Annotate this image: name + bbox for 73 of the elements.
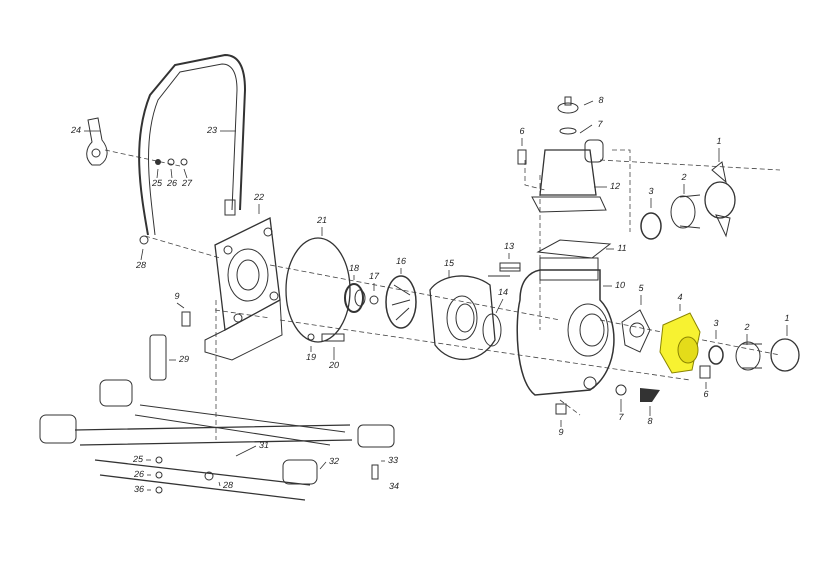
callout-number: 28 xyxy=(135,261,147,270)
callout-number: 5 xyxy=(635,284,647,293)
callout-number: 29 xyxy=(178,355,190,364)
leader-line xyxy=(584,100,594,106)
leader-line xyxy=(236,446,256,456)
callout-number: 28 xyxy=(222,481,234,490)
callout-number: 3 xyxy=(645,187,657,196)
callout-number: 22 xyxy=(253,193,265,202)
leader-line xyxy=(448,270,450,278)
leader-line xyxy=(380,460,386,462)
leader-line xyxy=(746,334,748,346)
callout-number: 25 xyxy=(151,179,163,188)
callout-number: 24 xyxy=(70,126,82,135)
callout-number: 9 xyxy=(171,292,183,301)
callout-number: 14 xyxy=(497,288,509,297)
leader-line xyxy=(258,204,260,214)
leader-line xyxy=(580,124,592,134)
leader-line xyxy=(320,462,326,470)
callout-number: 15 xyxy=(443,259,455,268)
leader-line xyxy=(496,298,504,314)
leader-line xyxy=(84,130,100,132)
leader-line xyxy=(170,168,172,178)
callout-number: 3 xyxy=(710,319,722,328)
leader-line xyxy=(146,474,152,476)
callout-number: 16 xyxy=(395,257,407,266)
callout-number: 34 xyxy=(388,482,400,491)
callout-number: 20 xyxy=(328,361,340,370)
callout-number: 33 xyxy=(387,456,399,465)
callout-number: 8 xyxy=(595,96,607,105)
callout-number: 19 xyxy=(305,353,317,362)
callout-number: 9 xyxy=(555,428,567,437)
callout-number: 7 xyxy=(594,120,606,129)
leader-line xyxy=(400,268,402,274)
leader-line xyxy=(220,130,236,132)
callout-number: 11 xyxy=(616,244,628,253)
leader-line xyxy=(650,198,652,208)
callout-number: 2 xyxy=(741,323,753,332)
callout-number: 2 xyxy=(678,173,690,182)
callout-number: 10 xyxy=(614,281,626,290)
callout-number: 1 xyxy=(781,314,793,323)
callout-number: 26 xyxy=(166,179,178,188)
leader-line xyxy=(310,346,312,352)
callout-number: 7 xyxy=(615,413,627,422)
leader-line xyxy=(560,420,562,428)
leader-line xyxy=(176,302,184,308)
callout-number: 8 xyxy=(644,417,656,426)
callout-number: 6 xyxy=(700,390,712,399)
leader-line xyxy=(620,398,622,412)
callout-number: 4 xyxy=(674,293,686,302)
callout-number: 25 xyxy=(132,455,144,464)
leader-line xyxy=(184,168,188,178)
callout-number: 32 xyxy=(328,457,340,466)
leader-line xyxy=(594,186,608,188)
leader-line xyxy=(718,148,720,162)
callout-number: 21 xyxy=(316,216,328,225)
leader-line xyxy=(606,248,614,250)
leader-line xyxy=(156,168,158,178)
callout-number: 18 xyxy=(348,264,360,273)
callout-number: 1 xyxy=(713,137,725,146)
callout-number: 27 xyxy=(181,179,193,188)
leader-line xyxy=(508,252,510,260)
callout-number: 17 xyxy=(368,272,380,281)
callout-number: 36 xyxy=(133,485,145,494)
callout-number: 26 xyxy=(133,470,145,479)
leader-line xyxy=(640,294,642,306)
callout-number: 31 xyxy=(258,441,270,450)
leader-line xyxy=(140,248,144,260)
leader-line xyxy=(786,324,788,336)
leader-line xyxy=(218,482,220,486)
callout-number: 12 xyxy=(609,182,621,191)
callout-number: 13 xyxy=(503,242,515,251)
callout-number: 6 xyxy=(516,127,528,136)
callout-number: 23 xyxy=(206,126,218,135)
